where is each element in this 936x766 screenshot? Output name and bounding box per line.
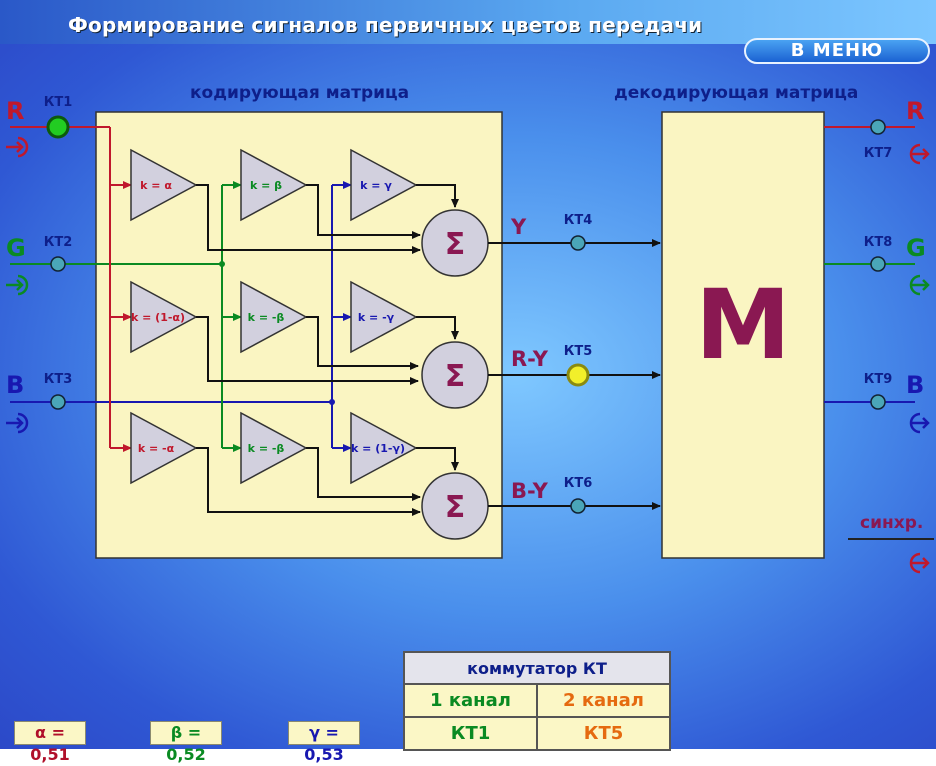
kt-label: КТ7 xyxy=(864,146,893,161)
test-point-kt6[interactable] xyxy=(570,498,586,514)
kt-label: КТ9 xyxy=(864,372,893,387)
alpha-coefficient: α = 0,51 xyxy=(14,721,86,764)
amplifier-1-2 xyxy=(240,148,308,222)
gain-label: k = α xyxy=(140,179,172,192)
decoder-matrix-block xyxy=(661,111,825,559)
output-connector-g-icon[interactable] xyxy=(909,274,930,296)
beta-coefficient: β = 0,52 xyxy=(150,721,222,764)
signal-label-r-y: R-Y xyxy=(511,347,549,371)
test-point-kt8[interactable] xyxy=(870,256,886,272)
channel-letter-g-out: G xyxy=(906,234,926,262)
channel-letter-b-out: B xyxy=(906,371,924,399)
kt-label: КТ1 xyxy=(44,95,73,110)
signal-label-b-y: B-Y xyxy=(511,479,549,503)
sigma-symbol: Σ xyxy=(445,227,466,262)
test-point-kt4[interactable] xyxy=(570,235,586,251)
test-point-kt3[interactable] xyxy=(50,394,66,410)
input-connector-b-icon[interactable] xyxy=(6,412,29,434)
kt-label: КТ2 xyxy=(44,235,73,250)
amplifier-1-1 xyxy=(130,148,198,222)
amplifier-3-1 xyxy=(130,411,198,485)
gain-label: k = β xyxy=(250,179,282,192)
test-point-kt9[interactable] xyxy=(870,394,886,410)
kt-label: КТ4 xyxy=(564,213,593,228)
channel-letter-r-in: R xyxy=(6,97,24,125)
page-title: Формирование сигналов первичных цветов п… xyxy=(68,13,703,37)
sync-connector-icon[interactable] xyxy=(909,552,930,574)
sigma-symbol: Σ xyxy=(445,490,466,525)
junction-b xyxy=(329,399,335,405)
decoder-label: декодирующая матрица xyxy=(614,83,859,103)
encoder-label: кодирующая матрица xyxy=(190,83,410,103)
sigma-symbol: Σ xyxy=(445,359,466,394)
channel-letter-g-in: G xyxy=(6,234,26,262)
amplifier-1-3 xyxy=(350,148,418,222)
title-bar: Формирование сигналов первичных цветов п… xyxy=(0,0,936,44)
gain-label: k = -α xyxy=(138,442,175,455)
gain-label: k = γ xyxy=(360,179,392,192)
gain-label: k = (1-α) xyxy=(131,311,185,324)
gain-label: k = -γ xyxy=(358,311,395,324)
kt-label: КТ5 xyxy=(564,344,593,359)
channel1-value[interactable]: КТ1 xyxy=(403,716,538,751)
channel-letter-r-out: R xyxy=(906,97,924,125)
channel1-header: 1 канал xyxy=(403,683,538,718)
test-point-kt1[interactable] xyxy=(46,115,70,139)
amplifier-2-2 xyxy=(240,280,308,354)
amplifier-3-2 xyxy=(240,411,308,485)
output-connector-b-icon[interactable] xyxy=(909,412,930,434)
amplifier-3-3 xyxy=(350,411,418,485)
input-connector-r-icon[interactable] xyxy=(6,136,29,158)
kt-label: КТ6 xyxy=(564,476,593,491)
menu-button[interactable]: В МЕНЮ xyxy=(744,38,930,64)
gain-label: k = -β xyxy=(248,442,285,455)
signal-label-y: Y xyxy=(510,215,527,239)
circuit-diagram: k = α k = β k = γ k = (1-α) k = -β k = -… xyxy=(6,95,934,574)
test-point-kt7[interactable] xyxy=(870,119,886,135)
kt-label: КТ3 xyxy=(44,372,73,387)
switch-title: коммутатор КТ xyxy=(403,651,671,685)
gain-label: k = -β xyxy=(248,311,285,324)
input-connector-g-icon[interactable] xyxy=(6,274,29,296)
amplifier-2-1 xyxy=(130,280,198,354)
decoder-letter: M xyxy=(695,269,791,381)
amplifier-2-3 xyxy=(350,280,418,354)
junction-g xyxy=(219,261,225,267)
kt-label: КТ8 xyxy=(864,235,893,250)
output-connector-r-icon[interactable] xyxy=(909,143,930,165)
channel-letter-b-in: B xyxy=(6,371,24,399)
channel2-header: 2 канал xyxy=(536,683,671,718)
channel2-value[interactable]: КТ5 xyxy=(536,716,671,751)
test-point-kt2[interactable] xyxy=(50,256,66,272)
test-point-kt5[interactable] xyxy=(566,363,590,387)
gamma-coefficient: γ = 0,53 xyxy=(288,721,360,764)
test-point-switch: коммутатор КТ 1 канал 2 канал КТ1 КТ5 xyxy=(403,651,671,751)
sync-label: синхр. xyxy=(860,513,923,533)
gain-label: k = (1-γ) xyxy=(351,442,405,455)
